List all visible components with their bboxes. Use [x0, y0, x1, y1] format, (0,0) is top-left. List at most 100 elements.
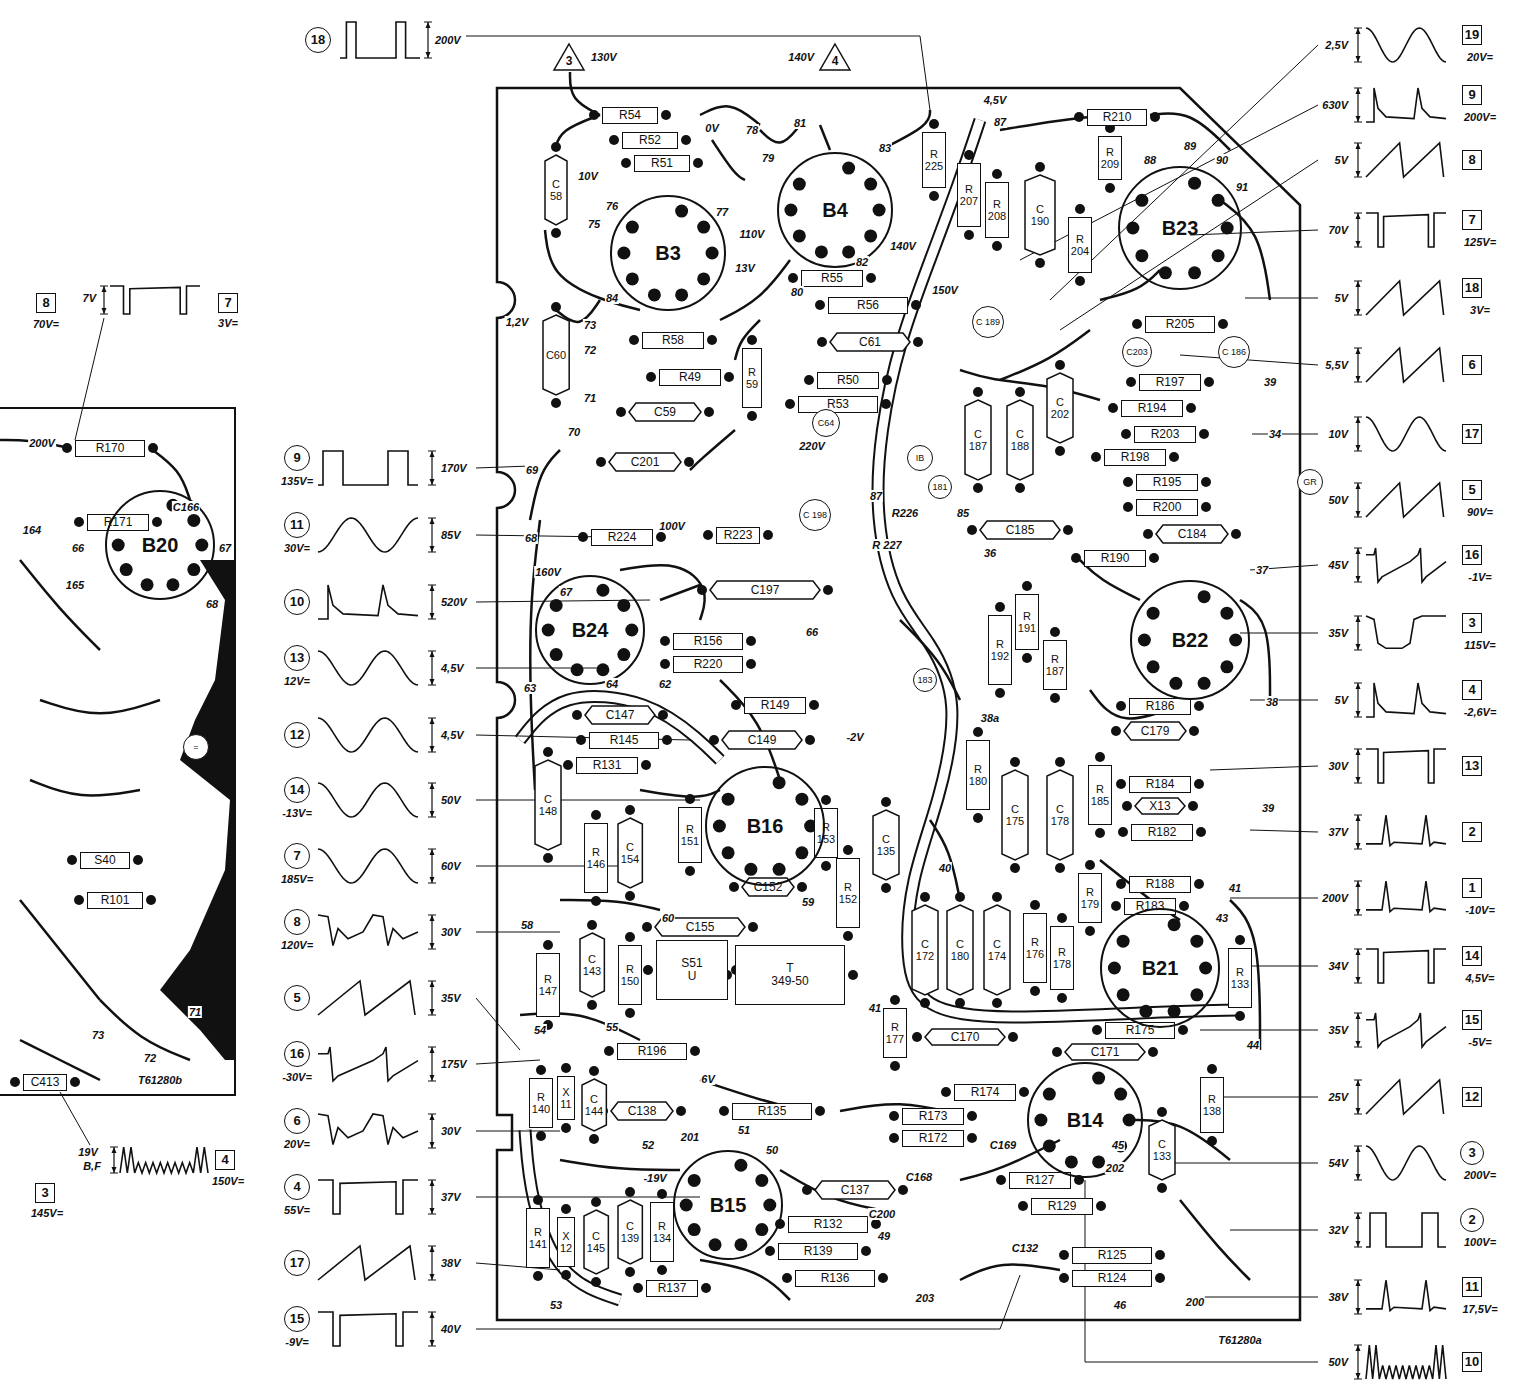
solder-pad	[967, 1133, 977, 1143]
part-label: R186	[1146, 700, 1175, 713]
leader-line	[1230, 1230, 1318, 1231]
board-label: -19V	[642, 1172, 667, 1184]
leader-line	[1230, 898, 1318, 899]
solder-pad	[616, 407, 626, 417]
capacitor-symbol: C 144	[582, 1079, 606, 1131]
solder-pad	[589, 1066, 599, 1076]
solder-pad	[1085, 860, 1095, 870]
copper-trace	[555, 115, 600, 150]
board-label: 45	[1111, 1139, 1125, 1151]
amplitude-bracket	[1354, 881, 1362, 915]
solder-pad	[1117, 988, 1130, 1001]
board-label: 30V	[440, 926, 462, 938]
solder-pad	[1135, 249, 1148, 262]
solder-pad	[690, 1046, 700, 1056]
part-label: B15	[710, 1194, 747, 1216]
arrow-head	[1356, 483, 1361, 517]
solder-pad	[842, 162, 855, 175]
part-label: B16	[747, 815, 784, 837]
solder-pad	[1235, 1011, 1245, 1021]
solder-pad	[1188, 266, 1201, 279]
tube-socket: B22	[1130, 580, 1250, 700]
board-label: 71	[188, 1006, 202, 1018]
callout-number: 17	[290, 1256, 304, 1270]
amplitude-bracket	[1354, 483, 1362, 517]
solder-pad	[1043, 1139, 1056, 1152]
part-label: R203	[1151, 428, 1180, 441]
waveform	[1366, 348, 1444, 382]
part-label: R 134	[653, 1220, 671, 1244]
component-box: R101	[87, 892, 143, 909]
solder-pad	[1116, 879, 1126, 889]
solder-pad	[609, 135, 619, 145]
part-outline	[1149, 1120, 1175, 1180]
waveform	[318, 1047, 418, 1081]
board-label: 220V	[798, 440, 826, 452]
solder-pad	[1212, 249, 1225, 262]
part-label: C 188	[1010, 428, 1030, 452]
leader-line	[476, 466, 530, 468]
solder-pad	[1186, 403, 1196, 413]
board-label: 55V=	[283, 1204, 311, 1216]
part-label: C 143	[583, 953, 601, 977]
waveform	[318, 915, 418, 946]
solder-pad	[785, 399, 795, 409]
leader-line	[476, 668, 600, 669]
copper-trace	[530, 520, 540, 790]
board-label: 19V	[77, 1146, 99, 1158]
capacitor-symbol: C 172	[912, 905, 938, 995]
copper-trace	[530, 450, 560, 520]
amplitude-bracket	[428, 783, 436, 817]
solder-pad	[1169, 452, 1179, 462]
solder-pad	[587, 1000, 597, 1010]
solder-pad	[1194, 701, 1204, 711]
leader-line	[75, 318, 104, 440]
callout-number: 10	[290, 595, 304, 609]
board-label: 43	[1215, 912, 1229, 924]
board-label: -2V	[845, 731, 864, 743]
solder-pad	[973, 483, 983, 493]
solder-pad	[815, 300, 825, 310]
callout-circle: 18	[305, 27, 332, 54]
callout-circle: 16	[284, 1041, 311, 1068]
part-label: R 147	[539, 973, 557, 997]
arrow-head	[1356, 348, 1361, 382]
capacitor-symbol: C179	[1124, 722, 1186, 740]
component-box: R171	[87, 514, 149, 531]
part-outline	[820, 44, 850, 70]
amplitude-bracket	[428, 1047, 436, 1081]
part-label: R223	[724, 529, 753, 542]
voltage-triangle: 3	[554, 44, 584, 70]
solder-pad	[704, 407, 714, 417]
component-box: X 12	[557, 1217, 575, 1267]
solder-pad	[1055, 863, 1065, 873]
solder-pad	[617, 247, 630, 260]
solder-pad	[1035, 162, 1045, 172]
waveform	[318, 1312, 418, 1346]
board-label: R226	[891, 507, 919, 519]
solder-pad	[591, 810, 601, 820]
solder-pad	[1035, 258, 1045, 268]
ground-plane	[160, 560, 235, 1060]
part-label: IB	[916, 453, 925, 463]
board-label: -30V=	[281, 1071, 313, 1083]
solder-pad	[688, 1174, 701, 1187]
board-label: 83	[878, 142, 892, 154]
component-box: R223	[716, 527, 760, 544]
component-box: R184	[1129, 776, 1191, 793]
component-box: X 11	[557, 1076, 575, 1120]
waveform	[1366, 1280, 1446, 1311]
capacitor-symbol: C171	[1065, 1044, 1145, 1060]
callout-number: 3	[1468, 616, 1475, 630]
part-label: B23	[1162, 217, 1199, 239]
solder-pad	[1092, 1155, 1105, 1168]
solder-pad	[625, 624, 638, 637]
arrow-head	[430, 585, 435, 619]
component-box: S51U	[656, 940, 728, 1000]
arrow-head	[1356, 1345, 1361, 1379]
solder-pad	[1189, 726, 1199, 736]
solder-pad	[551, 142, 561, 152]
part-outline	[925, 1029, 1005, 1045]
callout-box: 4	[1462, 680, 1482, 700]
part-label: C 198	[803, 510, 827, 520]
